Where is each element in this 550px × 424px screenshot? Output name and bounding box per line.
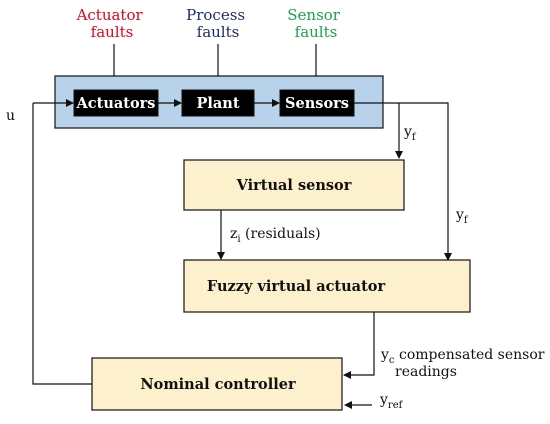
actuators-label: Actuators: [76, 95, 156, 112]
compensated-readings-arrow: [343, 312, 375, 379]
virtual-sensor-label: Virtual sensor: [236, 177, 352, 194]
actuator-faults-label: Actuator faults: [76, 6, 148, 41]
nominal-controller-block: [91, 357, 343, 411]
yref-label: yref: [379, 392, 404, 411]
u-label: u: [6, 108, 15, 124]
nominal-controller-label: Nominal controller: [140, 376, 296, 393]
sensor-output-line: [354, 102, 452, 261]
sensors-block: [279, 89, 355, 117]
fuzzy-virtual-actuator-block: [183, 259, 471, 313]
actuators-block: [73, 89, 159, 117]
process-faults-label: Process faults: [186, 6, 250, 41]
zi-residuals-label: zi (residuals): [230, 226, 321, 245]
controller-feedback-line: [32, 103, 92, 385]
yc-label: yc compensated sensor: [380, 347, 545, 366]
sensor-faults-label: Sensor faults: [287, 6, 345, 41]
plant-block: [181, 89, 255, 117]
plant-label: Plant: [196, 95, 239, 112]
yf-label-1: yf: [403, 124, 417, 143]
fuzzy-virtual-actuator-label: Fuzzy virtual actuator: [207, 278, 386, 295]
yc-readings-label: readings: [395, 364, 457, 380]
yf-label-2: yf: [455, 207, 469, 226]
sensors-label: Sensors: [285, 95, 349, 112]
virtual-sensor-block: [183, 159, 405, 211]
